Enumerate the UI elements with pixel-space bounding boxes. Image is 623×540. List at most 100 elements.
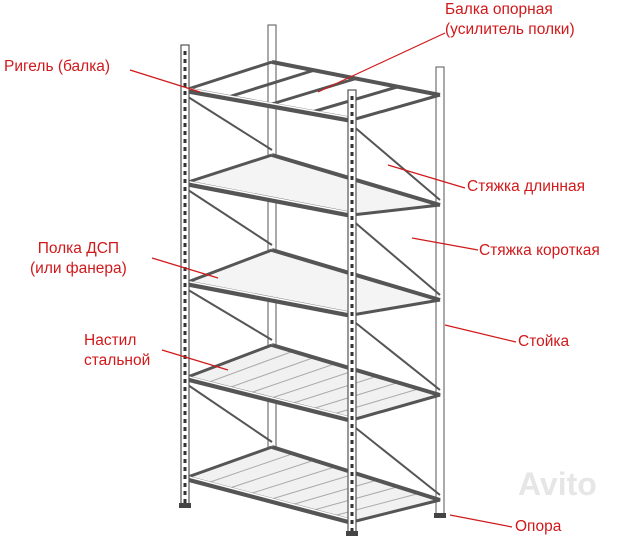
upright-hole — [183, 107, 187, 111]
label-shelf-board-line2: (или фанера) — [30, 260, 127, 277]
upright-hole — [350, 296, 354, 300]
leader-line — [151, 257, 219, 279]
upright-hole — [350, 208, 354, 212]
upright-hole — [350, 336, 354, 340]
support-beam — [268, 77, 357, 107]
label-short-brace: Стяжка короткая — [479, 242, 600, 259]
upright-hole — [183, 91, 187, 95]
label-foot: Опора — [515, 518, 562, 535]
upright-hole — [183, 83, 187, 87]
leader-line — [129, 69, 201, 93]
upright-hole — [350, 312, 354, 316]
beam-front — [184, 180, 353, 218]
upright-hole — [350, 272, 354, 276]
upright-hole — [183, 411, 187, 415]
upright-hole — [350, 232, 354, 236]
upright-hole — [350, 376, 354, 380]
upright-hole — [183, 347, 187, 351]
beam-side-right — [351, 203, 441, 217]
upright-hole — [183, 195, 187, 199]
brace-long — [184, 287, 273, 341]
upright-hole — [183, 259, 187, 263]
leader-line — [411, 237, 479, 251]
upright-hole — [183, 299, 187, 303]
upright-hole — [350, 224, 354, 228]
label-shelf-board: Полка ДСП(или фанера) — [30, 239, 127, 279]
deck-slat — [268, 473, 357, 501]
upright-hole — [183, 339, 187, 343]
upright-hole — [350, 280, 354, 284]
deck-slat — [330, 492, 420, 517]
upright-hole — [183, 187, 187, 191]
upright-hole — [183, 219, 187, 223]
upright-hole — [183, 203, 187, 207]
upright-hole — [183, 403, 187, 407]
upright-hole — [183, 379, 187, 383]
deck-slat — [247, 363, 336, 395]
upright-hole — [350, 320, 354, 324]
upright-hole — [350, 456, 354, 460]
upright-hole — [183, 331, 187, 335]
beam-side-right — [351, 93, 441, 122]
brace-long — [351, 319, 441, 391]
brace-long — [351, 424, 441, 496]
upright-hole — [183, 99, 187, 103]
label-upright: Стойка — [518, 333, 570, 350]
deck-slat — [268, 369, 357, 400]
upright-hole — [183, 427, 187, 431]
foot-plate — [346, 531, 358, 536]
upright-hole — [350, 240, 354, 244]
deck-slat — [205, 453, 294, 484]
upright-hole — [350, 368, 354, 372]
beam-front — [184, 375, 353, 423]
upright-hole — [350, 168, 354, 172]
upright-hole — [183, 371, 187, 375]
upright-hole — [183, 235, 187, 239]
beam-front — [184, 87, 353, 123]
beam-side-left — [184, 248, 273, 285]
deck-slat — [226, 459, 315, 490]
support-beam — [226, 68, 315, 99]
upright-hole — [183, 59, 187, 63]
upright-hole — [350, 120, 354, 124]
beam-side-left — [184, 343, 273, 380]
upright-hole — [183, 131, 187, 135]
upright-hole — [350, 112, 354, 116]
upright-hole — [183, 75, 187, 79]
upright-hole — [350, 256, 354, 260]
upright-hole — [183, 443, 187, 447]
brace-long — [351, 124, 441, 201]
upright-hole — [350, 144, 354, 148]
upright-hole — [183, 227, 187, 231]
upright-hole — [183, 435, 187, 439]
beam-front — [184, 280, 353, 318]
label-steel-deck-line2: стальной — [84, 352, 151, 369]
upright-hole — [183, 323, 187, 327]
upright-hole — [350, 200, 354, 204]
beam-side-left — [184, 445, 273, 480]
upright-hole — [183, 251, 187, 255]
label-support-beam-line1: Балка опорная — [445, 1, 553, 18]
upright-hole — [350, 216, 354, 220]
upright-hole — [183, 291, 187, 295]
deck-slat — [289, 479, 378, 506]
beam-front-highlight — [184, 375, 353, 419]
upright-hole — [183, 67, 187, 71]
upright-hole — [183, 211, 187, 215]
label-long-brace: Стяжка длинная — [467, 178, 585, 195]
upright-hole — [183, 483, 187, 487]
upright-hole — [350, 424, 354, 428]
upright-hole — [350, 104, 354, 108]
upright-hole — [350, 352, 354, 356]
brace-long — [184, 382, 273, 443]
upright-hole — [350, 344, 354, 348]
upright-hole — [183, 475, 187, 479]
watermark-logo: Avito — [518, 466, 597, 502]
leader-line — [161, 349, 229, 371]
upright-hole — [183, 467, 187, 471]
upright-hole — [183, 307, 187, 311]
beam-front-highlight — [184, 180, 353, 214]
upright-hole — [183, 179, 187, 183]
